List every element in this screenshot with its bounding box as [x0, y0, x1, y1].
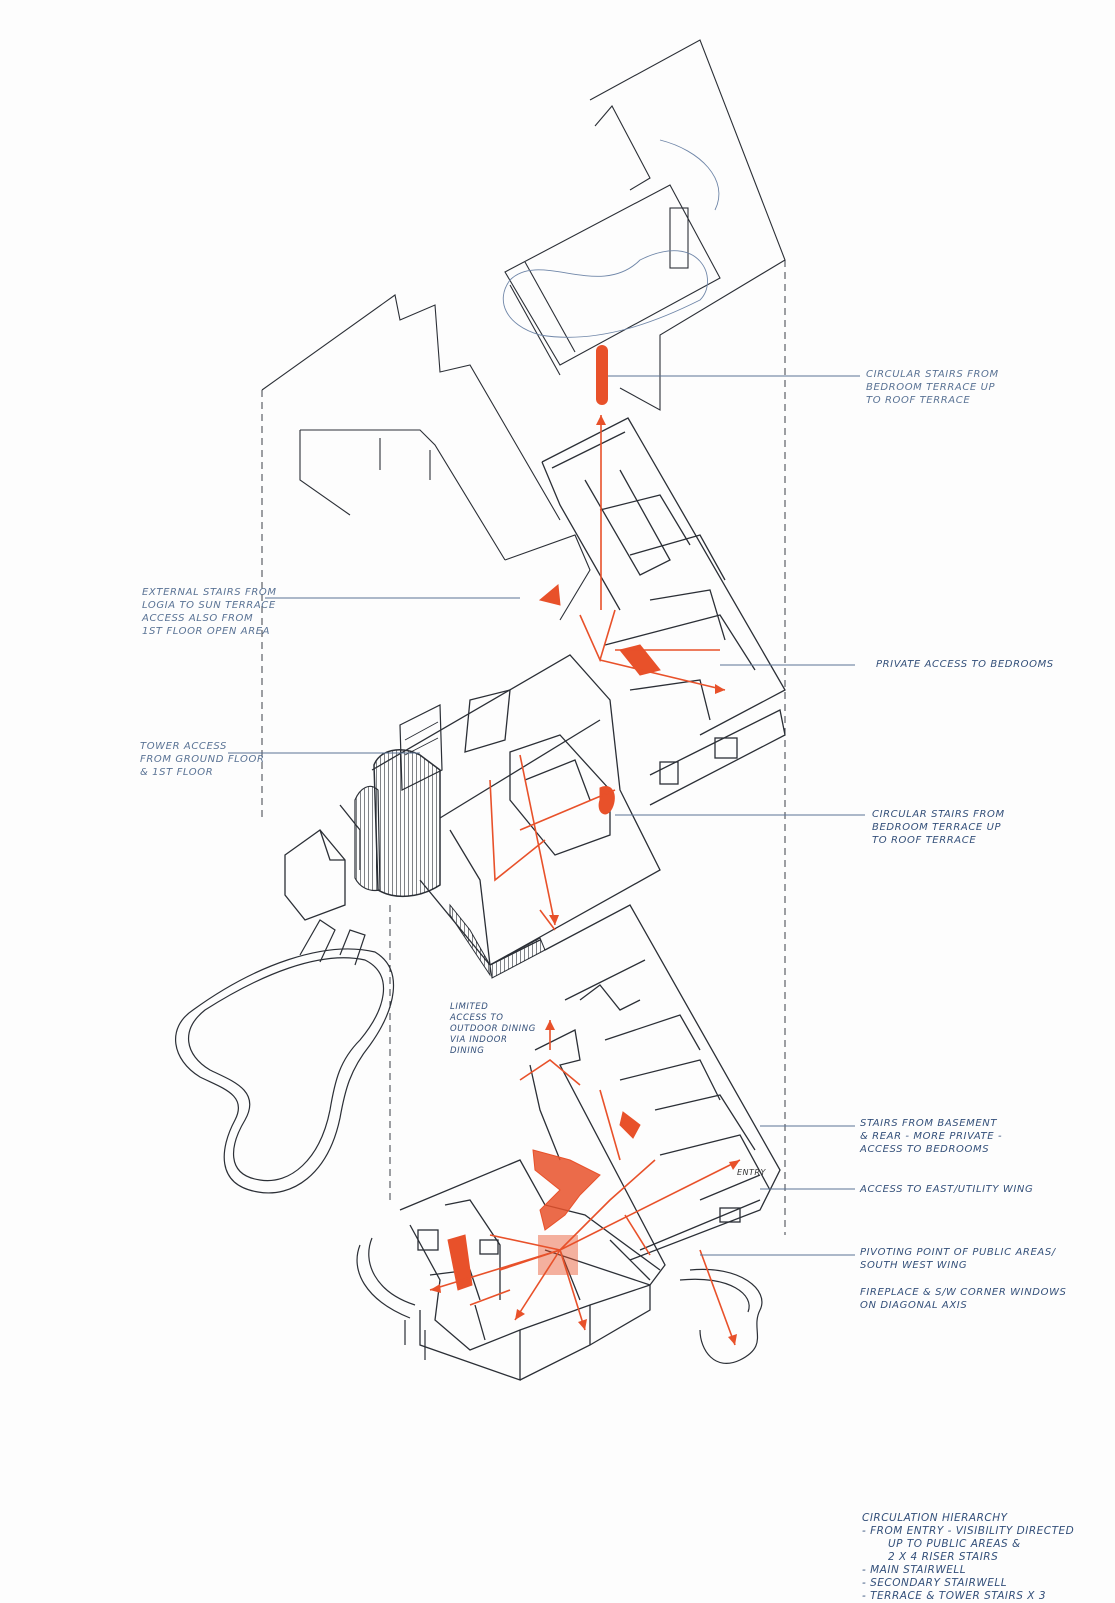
terrace-stair [619, 1111, 641, 1139]
leader-lines [228, 375, 865, 1256]
note-line: PRIVATE ACCESS TO BEDROOMS [876, 659, 1054, 670]
hierarchy-item: 2 x 4 RISER STAIRS [888, 1551, 999, 1563]
hierarchy-item: UP TO PUBLIC AREAS & [888, 1538, 1021, 1550]
bedroom-wing [541, 417, 786, 806]
note-line: CIRCULAR STAIRS FROM [866, 369, 999, 380]
note-line: STAIRS FROM BASEMENT [860, 1118, 998, 1129]
sun-terrace [261, 294, 591, 621]
bedroom-stair [619, 644, 661, 676]
hierarchy-title: CIRCULATION HIERARCHY [862, 1512, 1008, 1524]
note-line: LIMITED [450, 1002, 489, 1012]
fireplace-note: FIREPLACE & S/W CORNER WINDOWS ON DIAGON… [860, 1286, 1067, 1312]
note-line: & 1ST FLOOR [140, 767, 214, 778]
pool [175, 919, 395, 1194]
note-line: TOWER ACCESS [140, 741, 227, 752]
circular-stairs-note: CIRCULAR STAIRS FROM BEDROOM TERRACE UP … [872, 808, 1005, 847]
circulation-arrows [429, 415, 741, 1346]
note-line: ACCESS ALSO FROM [142, 613, 254, 624]
circulation-highlights [447, 345, 661, 1291]
east-wing-note: ACCESS TO EAST/UTILITY WING [860, 1183, 1033, 1196]
note-line: VIA INDOOR [450, 1035, 508, 1045]
hierarchy-item: - TERRACE & TOWER STAIRS x 3 [862, 1590, 1047, 1602]
note-line: DINING [450, 1046, 485, 1056]
private-access-note: PRIVATE ACCESS TO BEDROOMS [876, 658, 1054, 671]
entry-label: ENTRY [737, 1168, 766, 1177]
note-line: 1ST FLOOR OPEN AREA [142, 626, 271, 637]
limited-access-note: LIMITED ACCESS TO OUTDOOR DINING VIA IND… [450, 1002, 536, 1057]
basement-stairs-note: STAIRS FROM BASEMENT & REAR - MORE PRIVA… [860, 1117, 1002, 1156]
hierarchy-item: - MAIN STAIRWELL [862, 1564, 967, 1576]
arrow-heads [430, 415, 740, 1345]
note-line: BEDROOM TERRACE UP [866, 382, 996, 393]
note-line: CIRCULAR STAIRS FROM [872, 809, 1005, 820]
hierarchy-item: - FROM ENTRY - VISIBILITY DIRECTED [862, 1525, 1075, 1537]
note-line: BEDROOM TERRACE UP [872, 822, 1002, 833]
secondary-stair [447, 1234, 473, 1291]
note-line: & REAR - MORE PRIVATE - [860, 1131, 1003, 1142]
note-line: ACCESS TO EAST/UTILITY WING [860, 1184, 1034, 1195]
external-stairs-note: EXTERNAL STAIRS FROM LOGIA TO SUN TERRAC… [142, 586, 277, 638]
tower-access-note: TOWER ACCESS FROM GROUND FLOOR & 1ST FLO… [140, 740, 265, 779]
roof-stairs-note: CIRCULAR STAIRS FROM BEDROOM TERRACE UP … [866, 368, 999, 407]
main-stair [532, 1149, 601, 1231]
stair-tower [354, 704, 546, 979]
roof-terrace [502, 39, 786, 411]
external-stair [538, 584, 561, 606]
circulation-hierarchy: CIRCULATION HIERARCHY - FROM ENTRY - VIS… [862, 1512, 1074, 1603]
note-line: TO ROOF TERRACE [866, 395, 971, 406]
note-line: ON DIAGONAL AXIS [860, 1300, 968, 1311]
note-line: ACCESS TO BEDROOMS [860, 1144, 990, 1155]
projection-lines [261, 260, 786, 1235]
note-line: ACCESS TO [450, 1013, 504, 1023]
note-line: EXTERNAL STAIRS FROM [142, 587, 277, 598]
hierarchy-item: - SECONDARY STAIRWELL [862, 1577, 1008, 1589]
roof-stair-cylinder [596, 345, 608, 405]
note-line: FIREPLACE & S/W CORNER WINDOWS [860, 1287, 1067, 1298]
pivot-note: PIVOTING POINT OF PUBLIC AREAS/ SOUTH WE… [860, 1246, 1056, 1272]
note-line: LOGIA TO SUN TERRACE [142, 600, 276, 611]
note-line: PIVOTING POINT OF PUBLIC AREAS/ [860, 1247, 1056, 1258]
note-line: TO ROOF TERRACE [872, 835, 977, 846]
note-line: SOUTH WEST WING [860, 1260, 968, 1271]
lower-wing [544, 904, 781, 1261]
note-line: OUTDOOR DINING [450, 1024, 536, 1034]
note-line: FROM GROUND FLOOR [140, 754, 265, 765]
entry-terrace [356, 1237, 763, 1364]
tower-stair [598, 786, 615, 815]
